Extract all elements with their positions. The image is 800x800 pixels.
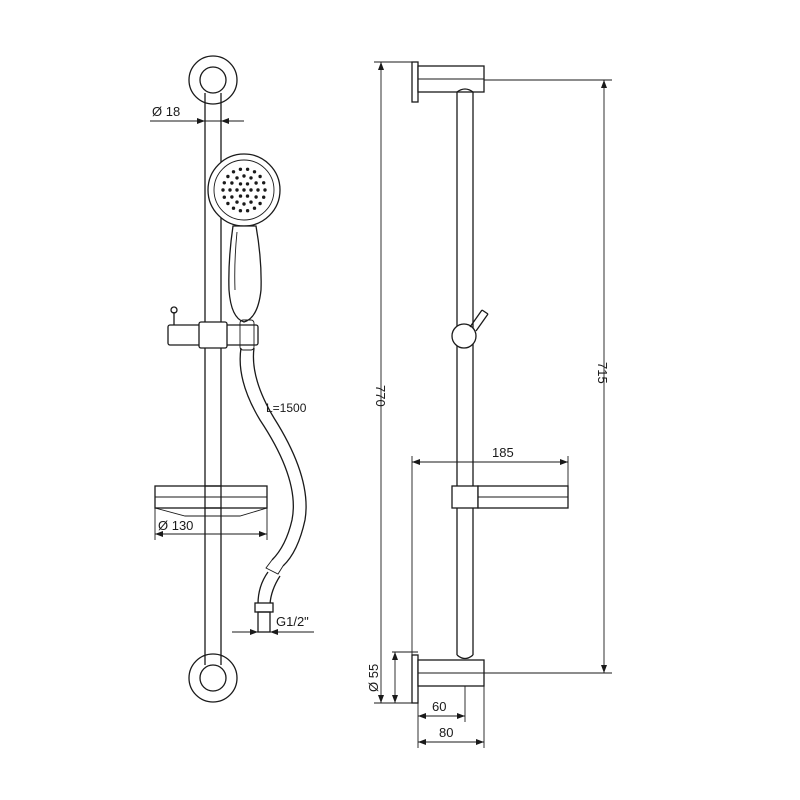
nozzle-hole <box>235 188 239 192</box>
nozzle-hole <box>245 167 250 171</box>
nozzle-hole <box>228 188 232 192</box>
nozzle-hole <box>230 181 234 185</box>
nozzle-hole <box>222 195 226 199</box>
bracket-depth-dimension: 80 <box>417 686 485 748</box>
side-view: 770 715 185 Ø 55 <box>366 61 612 748</box>
nozzle-hole <box>226 201 230 206</box>
nozzle-hole <box>254 195 258 199</box>
rail-offset-dimension: 60 <box>418 686 466 722</box>
nozzle-hole <box>221 188 225 192</box>
soap-dish-depth-dimension: 185 <box>411 445 569 655</box>
rail-offset-label: 60 <box>432 699 446 714</box>
nozzle-hole <box>238 194 243 198</box>
side-bottom-bracket <box>411 654 485 704</box>
bracket-spacing-label: 715 <box>595 362 610 384</box>
nozzle-hole <box>245 182 250 186</box>
rail-diameter-dimension: Ø 18 <box>150 104 244 124</box>
nozzle-hole <box>245 209 250 213</box>
side-top-bracket <box>411 61 485 103</box>
nozzle-hole <box>262 195 266 199</box>
hose-connection-dimension: G1/2" <box>232 614 314 635</box>
soap-dish-depth-label: 185 <box>492 445 514 460</box>
nozzle-hole <box>249 188 253 192</box>
nozzle-hole <box>258 201 262 206</box>
nozzle-hole <box>226 174 230 179</box>
nozzle-hole <box>242 174 246 178</box>
nozzle-hole <box>252 206 257 210</box>
bottom-wall-bracket <box>188 653 238 703</box>
shower-hose <box>239 347 307 633</box>
nozzle-hole <box>242 188 246 192</box>
nozzle-hole <box>238 167 243 171</box>
nozzle-hole <box>235 200 239 204</box>
front-view: Ø 18 L=1500 <box>150 55 314 703</box>
hand-shower-head <box>207 153 281 227</box>
nozzle-hole <box>238 209 243 213</box>
nozzle-hole <box>249 200 253 204</box>
total-height-dimension: 770 <box>373 61 412 704</box>
nozzle-hole <box>262 181 266 185</box>
nozzle-hole <box>222 181 226 185</box>
bracket-depth-label: 80 <box>439 725 453 740</box>
nozzle-hole <box>258 174 262 179</box>
nozzle-hole <box>242 202 246 206</box>
side-rail <box>456 88 474 660</box>
hand-shower-handle <box>228 225 262 323</box>
hose-connection-label: G1/2" <box>276 614 309 629</box>
nozzle-hole <box>263 188 267 192</box>
nozzle-hole <box>254 181 258 185</box>
nozzle-hole <box>238 182 243 186</box>
top-wall-bracket <box>188 55 238 105</box>
nozzle-hole <box>230 195 234 199</box>
soap-dish <box>154 485 268 517</box>
bracket-diameter-dimension: Ø 55 <box>366 651 418 704</box>
nozzle-holes <box>221 167 267 213</box>
soap-dish-diameter-dimension: Ø 130 <box>154 508 268 540</box>
rail-diameter-label: Ø 18 <box>152 104 180 119</box>
nozzle-hole <box>252 170 257 174</box>
hose-length-label: L=1500 <box>266 401 307 415</box>
nozzle-hole <box>231 206 236 210</box>
bracket-diameter-label: Ø 55 <box>366 664 381 692</box>
total-height-label: 770 <box>373 385 388 407</box>
bracket-spacing-dimension: 715 <box>484 79 612 674</box>
soap-dish-diameter-label: Ø 130 <box>158 518 193 533</box>
side-slider-knob <box>451 309 489 349</box>
nozzle-hole <box>249 176 253 180</box>
side-soap-dish <box>451 485 569 509</box>
nozzle-hole <box>231 170 236 174</box>
nozzle-hole <box>235 176 239 180</box>
nozzle-hole <box>245 194 250 198</box>
nozzle-hole <box>256 188 260 192</box>
shower-holder-slider <box>167 306 259 351</box>
